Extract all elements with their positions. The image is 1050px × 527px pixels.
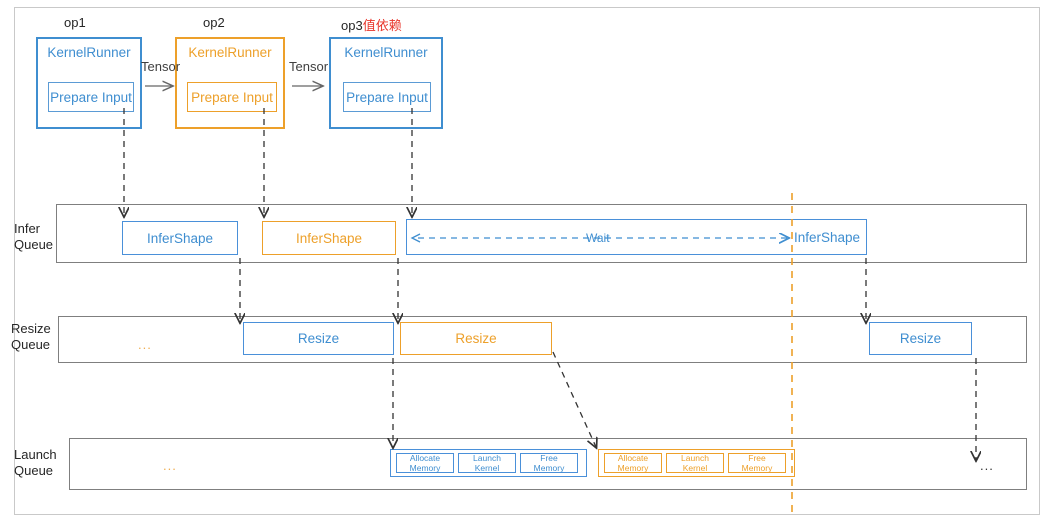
op3-label: op3值依赖 [341,18,402,33]
allocate-memory-line2: Memory [409,463,441,473]
allocate-memory-line2: Memory [617,463,649,473]
launch-queue-ellipsis-left: ... [163,458,177,473]
op2-prepare-input-box[interactable]: Prepare Input [187,82,277,112]
free-memory-line1: Free [748,453,766,463]
launch-kernel-line2: Kernel [682,463,708,473]
op2-label: op2 [203,15,225,30]
op2-kernelrunner-title: KernelRunner [188,45,272,60]
resize-queue-label-line1: Resize [11,321,51,336]
resize-queue-label: Resize Queue [11,321,51,353]
launch-group-1-allocate-memory[interactable]: Allocate Memory [396,453,454,473]
launch-group-1-free-memory[interactable]: Free Memory [520,453,578,473]
op3-kernelrunner-title: KernelRunner [344,45,428,60]
op1-label: op1 [64,15,86,30]
resize-queue-ellipsis: ... [138,337,152,352]
infer-queue-label: Infer Queue [14,221,53,253]
op2-kernelrunner-box[interactable]: KernelRunner Prepare Input [175,37,285,129]
tensor-label-2: Tensor [289,59,329,74]
resize-queue-label-line2: Queue [11,337,51,352]
free-memory-line1: Free [540,453,558,463]
launch-group-2-allocate-memory[interactable]: Allocate Memory [604,453,662,473]
infer-queue-label-line2: Queue [14,237,54,252]
launch-queue-ellipsis-right: ... [980,458,994,473]
launch-group-2-free-memory[interactable]: Free Memory [728,453,786,473]
launch-group-1[interactable]: Allocate Memory Launch Kernel Free Memor… [390,449,587,477]
launch-group-1-launch-kernel[interactable]: Launch Kernel [458,453,516,473]
launch-group-2-launch-kernel[interactable]: Launch Kernel [666,453,724,473]
launch-kernel-line1: Launch [473,453,501,463]
outer-frame [14,7,1040,515]
infer-task-1[interactable]: InferShape [122,221,238,255]
launch-group-2[interactable]: Allocate Memory Launch Kernel Free Memor… [598,449,795,477]
op1-kernelrunner-title: KernelRunner [47,45,131,60]
allocate-memory-line1: Allocate [617,453,649,463]
infer-task-3-label: InferShape [793,229,860,245]
resize-task-2[interactable]: Resize [400,322,552,355]
launch-kernel-line2: Kernel [474,463,500,473]
infer-task-3-wait[interactable]: InferShape [406,219,867,255]
resize-task-1[interactable]: Resize [243,322,394,355]
launch-queue-label-line2: Queue [14,463,54,478]
launch-queue-label: Launch Queue [14,447,57,479]
allocate-memory-line1: Allocate [409,453,441,463]
free-memory-line2: Memory [533,463,565,473]
op1-kernelrunner-box[interactable]: KernelRunner Prepare Input [36,37,142,129]
op1-prepare-input-box[interactable]: Prepare Input [48,82,134,112]
free-memory-line2: Memory [741,463,773,473]
infer-queue-label-line1: Infer [14,221,41,236]
op3-kernelrunner-box[interactable]: KernelRunner Prepare Input [329,37,443,129]
tensor-label-1: Tensor [141,59,181,74]
resize-task-3[interactable]: Resize [869,322,972,355]
infer-task-2[interactable]: InferShape [262,221,396,255]
launch-queue-label-line1: Launch [14,447,57,462]
op3-prepare-input-box[interactable]: Prepare Input [343,82,431,112]
launch-kernel-line1: Launch [681,453,709,463]
wait-label: Wait [583,231,613,245]
